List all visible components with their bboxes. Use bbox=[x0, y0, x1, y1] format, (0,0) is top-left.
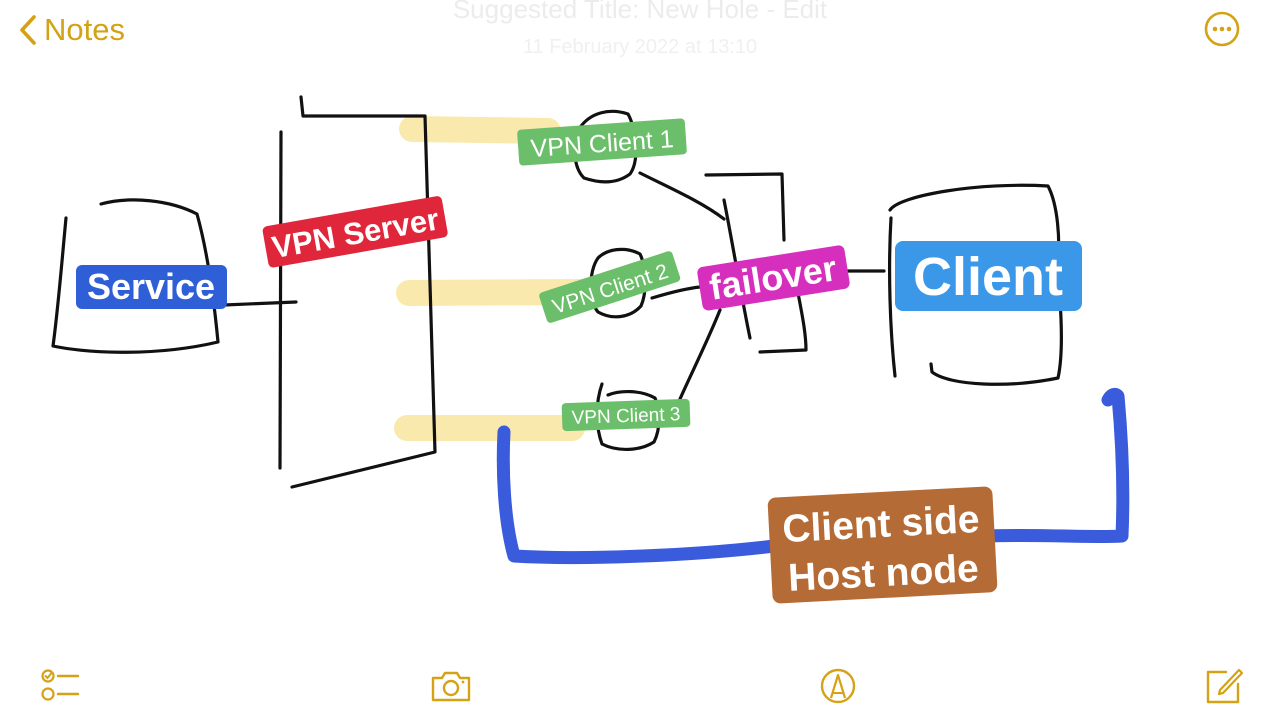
label-client: Client bbox=[895, 241, 1082, 311]
checklist-icon[interactable] bbox=[38, 666, 82, 706]
label-vpn-client-1: VPN Client 1 bbox=[517, 118, 687, 166]
host-node-marker-line bbox=[496, 387, 1130, 564]
label-vpn-client-2: VPN Client 2 bbox=[539, 251, 681, 323]
label-service-text: Service bbox=[87, 266, 215, 307]
label-vpn-client-3: VPN Client 3 bbox=[561, 398, 691, 432]
label-vpn-client-3-text: VPN Client 3 bbox=[571, 404, 680, 429]
faded-note-date: 11 February 2022 at 13:10 bbox=[522, 36, 758, 58]
ellipsis-circle-icon[interactable] bbox=[1202, 9, 1242, 49]
label-host-node-line-2: Host node bbox=[787, 547, 980, 600]
label-vpn-server: VPN Server bbox=[262, 196, 448, 268]
compose-icon[interactable] bbox=[1202, 666, 1246, 706]
label-host-node-line-1: Client side bbox=[781, 498, 980, 551]
markup-pen-icon[interactable] bbox=[816, 666, 860, 706]
back-to-notes-button[interactable]: Notes bbox=[18, 8, 125, 52]
camera-icon[interactable] bbox=[429, 666, 473, 706]
label-host-node: Client side Host node bbox=[767, 486, 998, 604]
back-button-label: Notes bbox=[44, 12, 125, 47]
label-service: Service bbox=[76, 265, 227, 309]
faded-note-title: Suggested Title: New Hole - Edit bbox=[452, 0, 828, 24]
chevron-left-icon bbox=[20, 15, 36, 45]
label-failover: failover bbox=[697, 245, 850, 311]
label-client-text: Client bbox=[913, 247, 1063, 307]
